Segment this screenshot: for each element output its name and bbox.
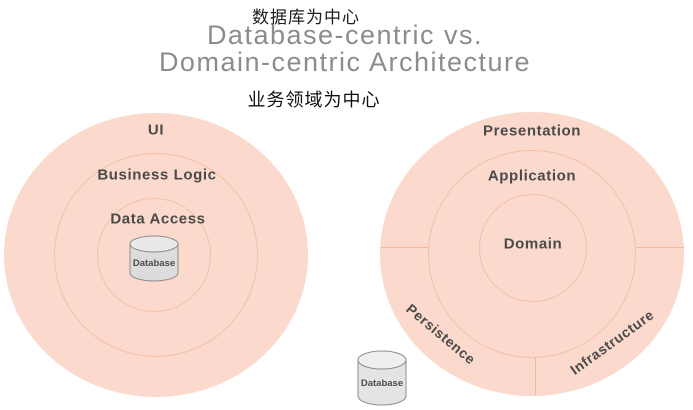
right-middle-ring bbox=[428, 150, 636, 358]
ring-label-ui: UI bbox=[147, 121, 165, 139]
cylinder-top bbox=[129, 235, 179, 253]
sector-divider-right bbox=[636, 247, 684, 248]
database-cylinder-icon: Database bbox=[129, 235, 179, 282]
cylinder-body bbox=[129, 244, 179, 282]
caption-database-centric-cn: 数据库为中心 bbox=[252, 8, 360, 27]
page-title: Database-centric vs. Domain-centric Arch… bbox=[159, 22, 531, 76]
ring-label-data-access: Data Access bbox=[110, 210, 206, 228]
left-middle-ring bbox=[54, 153, 258, 357]
ring-label-application: Application bbox=[487, 167, 577, 185]
ring-label-business-logic: Business Logic bbox=[97, 166, 217, 184]
ring-label-presentation: Presentation bbox=[482, 122, 582, 140]
page-title-line1: Database-centric vs. bbox=[206, 20, 484, 50]
ring-label-domain: Domain bbox=[503, 235, 563, 253]
database-label: Database bbox=[133, 258, 175, 269]
page-title-line2: Domain-centric Architecture bbox=[158, 47, 532, 77]
left-inner-ring bbox=[97, 198, 211, 312]
database-cylinder-icon: Database bbox=[357, 350, 407, 406]
database-label: Database bbox=[361, 378, 403, 389]
caption-domain-centric-cn: 业务领域为中心 bbox=[247, 90, 381, 110]
sector-divider-bottom bbox=[535, 358, 536, 395]
cylinder-body bbox=[357, 360, 407, 406]
right-inner-ring bbox=[479, 194, 587, 302]
cylinder-top bbox=[357, 350, 407, 370]
sector-divider-left bbox=[381, 247, 429, 248]
